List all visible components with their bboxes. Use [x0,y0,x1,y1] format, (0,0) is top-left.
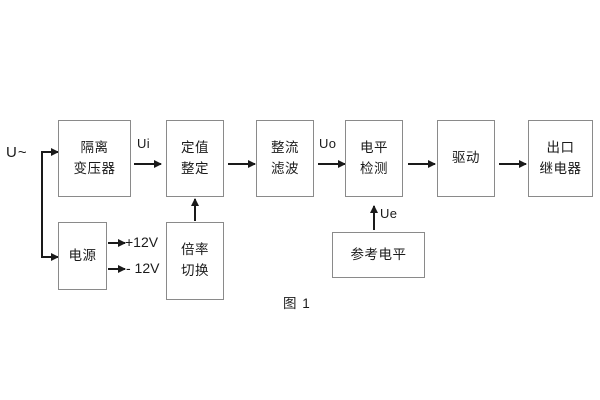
block-multiplier-switch-line2: 切换 [181,263,209,278]
arrow-multiplier-switch-to-setting [194,199,196,221]
block-level-detect-line2: 检测 [360,160,388,176]
arrow-setting-to-rectifier [228,163,255,165]
block-multiplier-switch-line1: 倍率 [181,242,209,258]
block-drive-line1: 驱动 [452,150,480,166]
arrow-power-supply-pos12v [108,242,125,244]
block-power-supply[interactable]: 电源 [58,222,107,290]
block-setting-value-line1: 定值 [181,139,209,155]
arrow-level-detect-to-drive [408,163,435,165]
block-rectifier-filter-line2: 滤波 [271,160,299,176]
block-output-relay[interactable]: 出口 继电器 [528,120,593,197]
signal-label-ue: Ue [380,206,398,221]
block-level-detect[interactable]: 电平 检测 [345,120,403,197]
block-level-detect-line1: 电平 [360,139,388,155]
block-setting-value-line2: 整定 [181,160,209,176]
block-reference-level-line1: 参考电平 [350,246,407,262]
voltage-label-pos-12v: +12V [125,234,159,250]
arrow-input-to-power-supply [41,256,58,258]
block-reference-level[interactable]: 参考电平 [332,232,425,278]
block-multiplier-switch[interactable]: 倍率 切换 [166,222,224,300]
arrow-rectifier-to-level-detect [318,163,345,165]
block-isolation-transformer-line2: 变压器 [73,160,116,176]
block-power-supply-line1: 电源 [68,247,97,263]
block-output-relay-line1: 出口 [546,139,575,155]
block-drive[interactable]: 驱动 [437,120,495,197]
block-isolation-transformer-line1: 隔离 [80,139,109,155]
block-setting-value[interactable]: 定值 整定 [166,120,224,197]
block-output-relay-line2: 继电器 [539,160,582,176]
arrow-input-to-isolation-transformer [41,151,58,153]
signal-label-ui: Ui [137,136,150,151]
block-rectifier-filter[interactable]: 整流 滤波 [256,120,314,197]
voltage-label-neg-12v: - 12V [126,260,160,276]
figure-caption: 图 1 [283,296,311,311]
arrow-reference-level-to-level-detect [373,206,375,230]
block-rectifier-filter-line1: 整流 [271,139,299,155]
block-isolation-transformer[interactable]: 隔离 变压器 [58,120,131,197]
input-voltage-label: U~ [6,144,28,161]
arrow-drive-to-output-relay [499,163,526,165]
signal-label-uo: Uo [319,136,337,151]
arrow-isolation-to-setting [134,163,161,165]
input-bus-vertical [41,152,43,257]
arrow-power-supply-neg12v [108,268,125,270]
